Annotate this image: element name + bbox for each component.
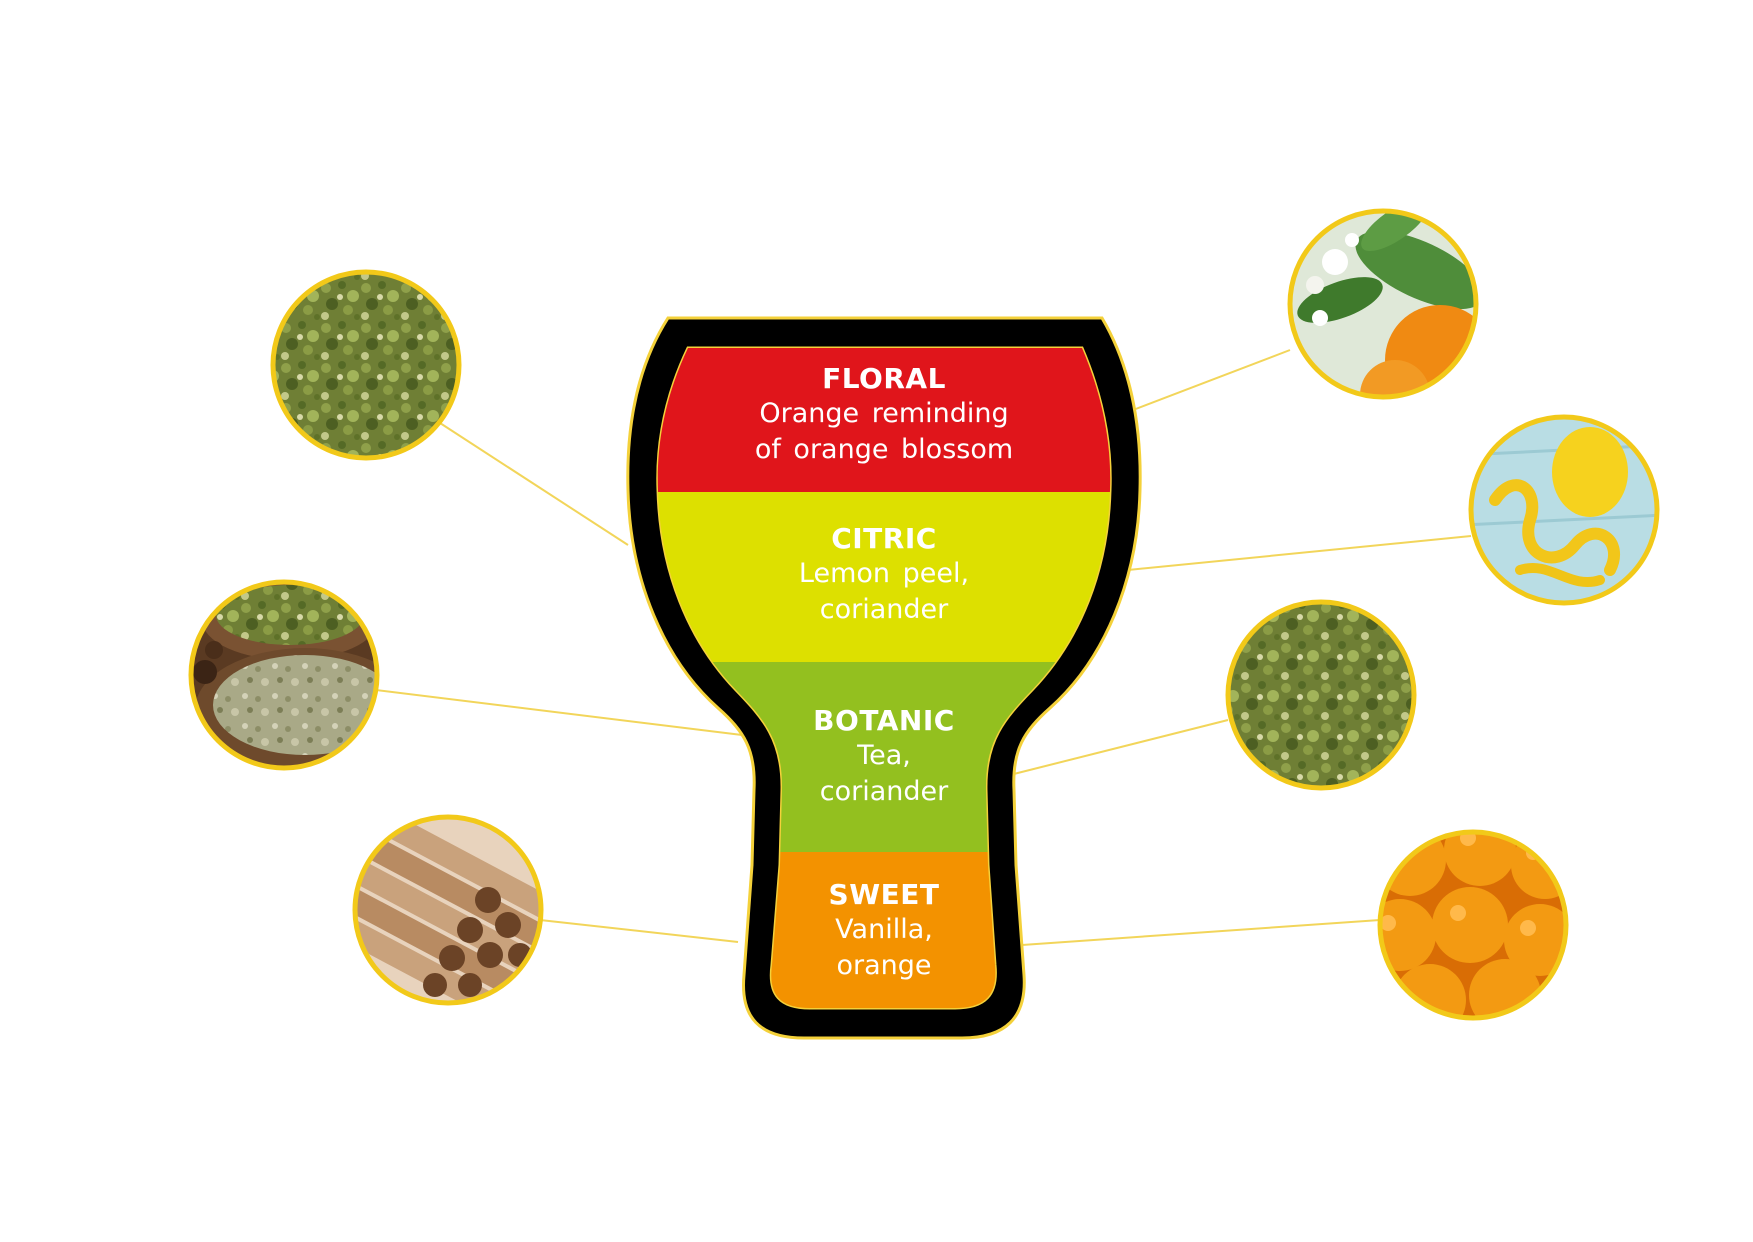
- photo-cinnamon-sticks: [352, 814, 544, 1006]
- photo-dried-mint-right: [1225, 599, 1417, 791]
- lemon-peel-icon: [1471, 417, 1657, 603]
- connector-lines: [375, 349, 1472, 946]
- glass-silhouette: [626, 316, 1142, 1040]
- connector-dried-mint-right: [989, 719, 1229, 781]
- dried-herbs-icon: [1228, 602, 1414, 788]
- connector-lemon-peel: [1127, 535, 1472, 571]
- dried-herbs-icon: [273, 272, 459, 458]
- photo-orange-blossom: [1287, 208, 1479, 400]
- layer-botanic-band: [657, 662, 1111, 852]
- layer-citric-band: [657, 492, 1111, 662]
- oranges-icon: [1380, 832, 1566, 1018]
- connector-orange-blossom: [1119, 349, 1291, 416]
- photo-oranges: [1377, 829, 1569, 1021]
- herb-baskets-icon: [191, 582, 377, 768]
- connector-oranges: [1021, 919, 1381, 946]
- connector-herb-baskets: [375, 689, 743, 736]
- photo-herb-baskets: [188, 579, 380, 771]
- photo-dried-mint-left: [270, 269, 462, 461]
- connector-dried-mint-left: [439, 422, 629, 546]
- orange-blossom-icon: [1290, 211, 1476, 397]
- photo-lemon-peel: [1468, 414, 1660, 606]
- connector-cinnamon-sticks: [539, 919, 739, 943]
- layer-floral-band: [657, 348, 1111, 492]
- cinnamon-sticks-icon: [355, 817, 541, 1003]
